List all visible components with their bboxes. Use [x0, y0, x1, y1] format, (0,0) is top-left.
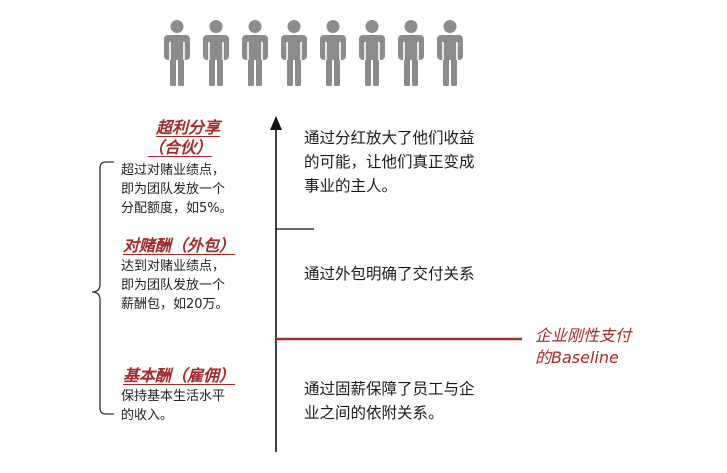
tier2-desc-line: 达到对赌业绩点， [121, 259, 226, 274]
baseline-label: 企业刚性支付 的Baseline [535, 325, 631, 369]
person-icon [240, 20, 270, 86]
right-text-top: 通过分红放大了他们收益 的可能，让他们真正变成 事业的主人。 [304, 126, 475, 198]
tier1-title-line1: 超利分享 [156, 118, 221, 137]
right-text-line: 事业的主人。 [304, 177, 398, 195]
baseline-label-line2: 的Baseline [535, 348, 619, 367]
tier3-title: 基本酬（雇佣） [123, 366, 236, 385]
person-icon [435, 20, 465, 86]
tier3-desc-line: 保持基本生活水平 [121, 389, 226, 404]
right-text-middle: 通过外包明确了交付关系 [304, 262, 475, 286]
right-text-bottom: 通过固薪保障了员工与企 业之间的依附关系。 [304, 377, 475, 425]
right-text-line: 通过固薪保障了员工与企 [304, 380, 475, 398]
brace-icon [91, 161, 114, 415]
person-icon [201, 20, 231, 86]
baseline-label-line1: 企业刚性支付 [535, 326, 632, 345]
tier1-desc-line: 超过对赌业绩点， [121, 163, 226, 178]
right-text-line: 通过外包明确了交付关系 [304, 265, 475, 283]
person-icon [396, 20, 426, 86]
tier2-title: 对赌酬（外包） [123, 236, 236, 255]
tier3-desc-line: 的收入。 [121, 408, 174, 423]
tier1-desc-line: 分配额度，如5%。 [121, 201, 233, 216]
tier2-desc-line: 薪酬包，如20万。 [121, 297, 229, 312]
tier1-desc: 超过对赌业绩点， 即为团队发放一个 分配额度，如5%。 [121, 161, 233, 218]
tier1-title-line2: （合伙） [148, 138, 213, 157]
person-icon [357, 20, 387, 86]
person-icon [279, 20, 309, 86]
right-text-line: 通过分红放大了他们收益 [304, 129, 475, 147]
right-text-line: 业之间的依附关系。 [304, 404, 444, 422]
person-icon [162, 20, 192, 86]
people-group [162, 20, 472, 86]
person-icon [318, 20, 348, 86]
tier2-desc: 达到对赌业绩点， 即为团队发放一个 薪酬包，如20万。 [121, 257, 229, 314]
tier3-desc: 保持基本生活水平 的收入。 [121, 387, 225, 425]
right-text-line: 的可能，让他们真正变成 [304, 153, 475, 171]
tier1-desc-line: 即为团队发放一个 [121, 182, 226, 197]
arrow-up-icon [270, 116, 282, 130]
tier2-desc-line: 即为团队发放一个 [121, 278, 226, 293]
